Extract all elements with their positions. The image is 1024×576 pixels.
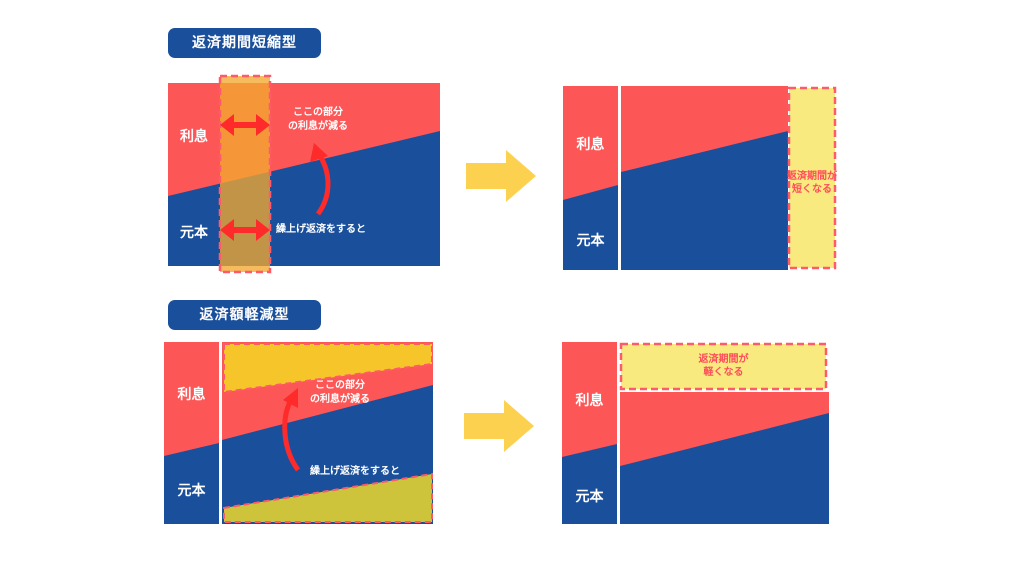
bottom-left-old-principal <box>164 443 219 524</box>
top-transition-arrow <box>466 150 536 202</box>
bottom-left-reduced-interest-band <box>224 344 432 392</box>
bottom-left-curved-arrow <box>282 400 301 472</box>
top-left-annotation-reduce-line2: の利息が減る <box>288 121 348 132</box>
top-left-annotation-prepay: 繰上げ返済をすると <box>276 224 366 235</box>
bottom-right-old-principal <box>562 444 617 524</box>
top-right-new-principal <box>621 131 788 270</box>
bottom-left-annotation-reduce-line2: の利息が減る <box>310 394 370 405</box>
bottom-left-principal-label: 元本 <box>177 483 206 499</box>
top-right-result-line1: 返済期間が <box>787 171 837 182</box>
top-right-principal-label: 元本 <box>576 233 605 249</box>
bottom-right-result-text: 返済期間が 軽くなる <box>621 353 826 379</box>
top-right-shortened-dash-border <box>787 86 837 270</box>
top-left-principal-label: 元本 <box>180 225 208 241</box>
top-left-arrowhead-left-upper <box>220 114 234 136</box>
bottom-left-chart <box>164 342 433 524</box>
bottom-right-lightened-area <box>621 344 826 389</box>
top-right-old-principal <box>563 185 618 270</box>
bottom-right-chart <box>562 342 829 524</box>
top-right-chart <box>563 86 837 270</box>
top-left-interest-label: 利息 <box>180 129 208 145</box>
top-left-chart <box>168 74 440 274</box>
top-left-prepay-dash-border <box>218 74 272 274</box>
bottom-left-reduced-interest-dash <box>223 343 433 394</box>
bottom-left-annotation-prepay: 繰上げ返済をすると <box>310 466 400 477</box>
top-left-prepay-highlight <box>220 76 270 272</box>
top-left-annotation-reduce-line1: ここの部分 <box>293 107 343 118</box>
top-left-annotation-reduce: ここの部分 の利息が減る <box>278 106 358 134</box>
bottom-left-interest-label: 利息 <box>177 387 206 403</box>
top-left-arrowhead-left-lower <box>220 219 234 241</box>
bottom-right-interest-label: 利息 <box>575 393 604 409</box>
bottom-transition-arrow <box>464 400 534 452</box>
bottom-section-title: 返済額軽減型 <box>168 300 321 330</box>
bottom-right-new-principal <box>620 413 829 524</box>
top-right-shortened-area <box>789 88 835 268</box>
top-right-result-text: 返済期間が 短くなる <box>781 170 843 196</box>
top-right-interest-label: 利息 <box>576 137 605 153</box>
top-left-arrowhead-right-lower <box>256 219 270 241</box>
bottom-left-annotation-reduce: ここの部分 の利息が減る <box>300 379 380 407</box>
top-right-result-line2: 短くなる <box>792 184 832 195</box>
bottom-left-curved-arrowhead <box>283 388 298 408</box>
top-left-curved-arrow <box>315 154 331 216</box>
top-left-curved-arrowhead <box>310 143 328 162</box>
bottom-left-prepaid-principal-band <box>224 474 432 522</box>
top-left-arrowhead-right-upper <box>256 114 270 136</box>
bottom-right-principal-label: 元本 <box>575 489 604 505</box>
bottom-right-lightened-dash-border <box>619 342 828 391</box>
bottom-right-result-line1: 返済期間が <box>698 354 749 365</box>
top-section-title: 返済期間短縮型 <box>168 28 321 58</box>
bottom-right-result-line2: 軽くなる <box>703 367 744 378</box>
bottom-left-prepaid-principal-dash <box>223 472 433 523</box>
bottom-left-annotation-reduce-line1: ここの部分 <box>315 380 365 391</box>
